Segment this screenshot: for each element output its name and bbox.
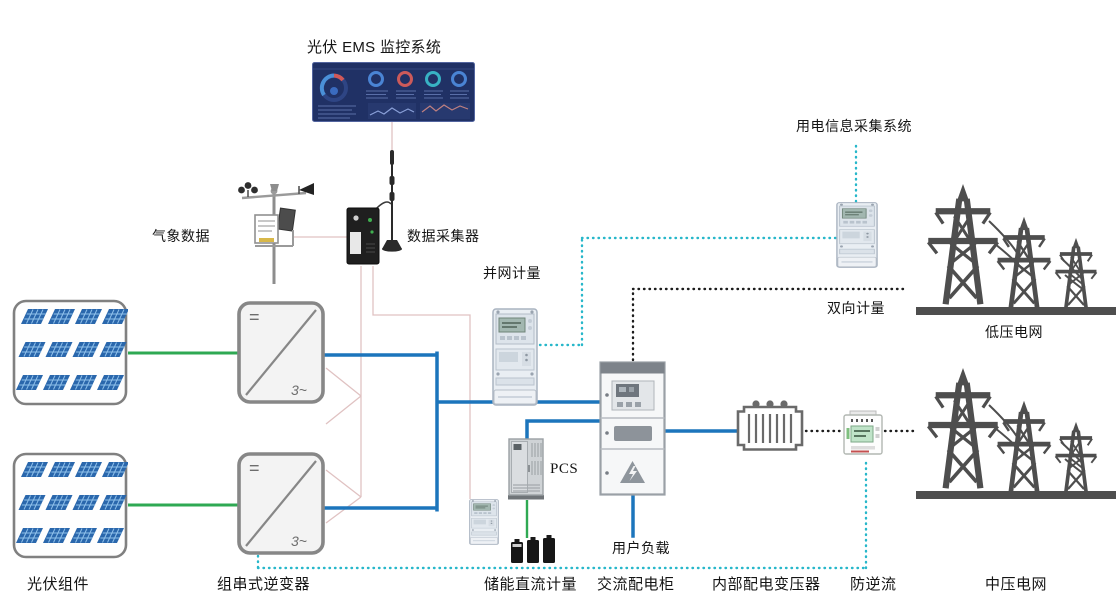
storage-dc-meter-icon (469, 499, 499, 545)
storage-dc-meter-label: 储能直流计量 (484, 577, 578, 593)
mv-grid-towers-icon (915, 360, 1117, 506)
anti-backflow-label: 防逆流 (850, 577, 897, 593)
data-collector-label: 数据采集器 (407, 230, 480, 245)
diagram-title: 光伏 EMS 监控系统 (307, 39, 442, 56)
power-info-meter-icon (836, 202, 878, 268)
weather-station-icon (232, 182, 317, 287)
inverter-ac-glyph: 3~ (291, 382, 307, 398)
inverter-ac-glyph: 3~ (291, 533, 307, 549)
ac-cabinet-label: 交流配电柜 (597, 577, 675, 593)
anti-backflow-monitor-icon (842, 410, 884, 457)
lv-grid-label: 低压电网 (985, 326, 1043, 341)
grid-meter-icon (492, 308, 538, 406)
pcs-label: PCS (550, 461, 579, 477)
power-info-system-label: 用电信息采集系统 (796, 120, 912, 135)
string-inverter-icon: = 3~ (236, 300, 326, 405)
pcs-cabinet-icon (506, 437, 546, 501)
internal-transformer-label: 内部配电变压器 (712, 577, 821, 593)
inverter-dc-glyph: = (249, 458, 260, 478)
user-load-label: 用户负载 (612, 542, 670, 557)
pv-modules-label: 光伏组件 (27, 577, 90, 593)
ac-distribution-cabinet-icon (599, 361, 666, 496)
string-inverter-label: 组串式逆变器 (217, 577, 311, 593)
battery-icon (511, 535, 557, 563)
mv-grid-label: 中压电网 (985, 577, 1048, 593)
dc-power-lines (128, 351, 529, 538)
data-collector-icon (344, 148, 404, 268)
grid-meter-label: 并网计量 (483, 267, 541, 282)
bidirectional-meter-label: 双向计量 (827, 302, 885, 317)
pv-array-icon (12, 452, 128, 559)
weather-data-label: 气象数据 (152, 230, 210, 245)
transformer-icon (734, 393, 806, 456)
pv-array-icon (12, 299, 128, 406)
inverter-dc-glyph: = (249, 307, 260, 327)
string-inverter-icon: = 3~ (236, 451, 326, 556)
lv-grid-towers-icon (915, 176, 1117, 322)
ems-dashboard-icon (312, 62, 475, 122)
